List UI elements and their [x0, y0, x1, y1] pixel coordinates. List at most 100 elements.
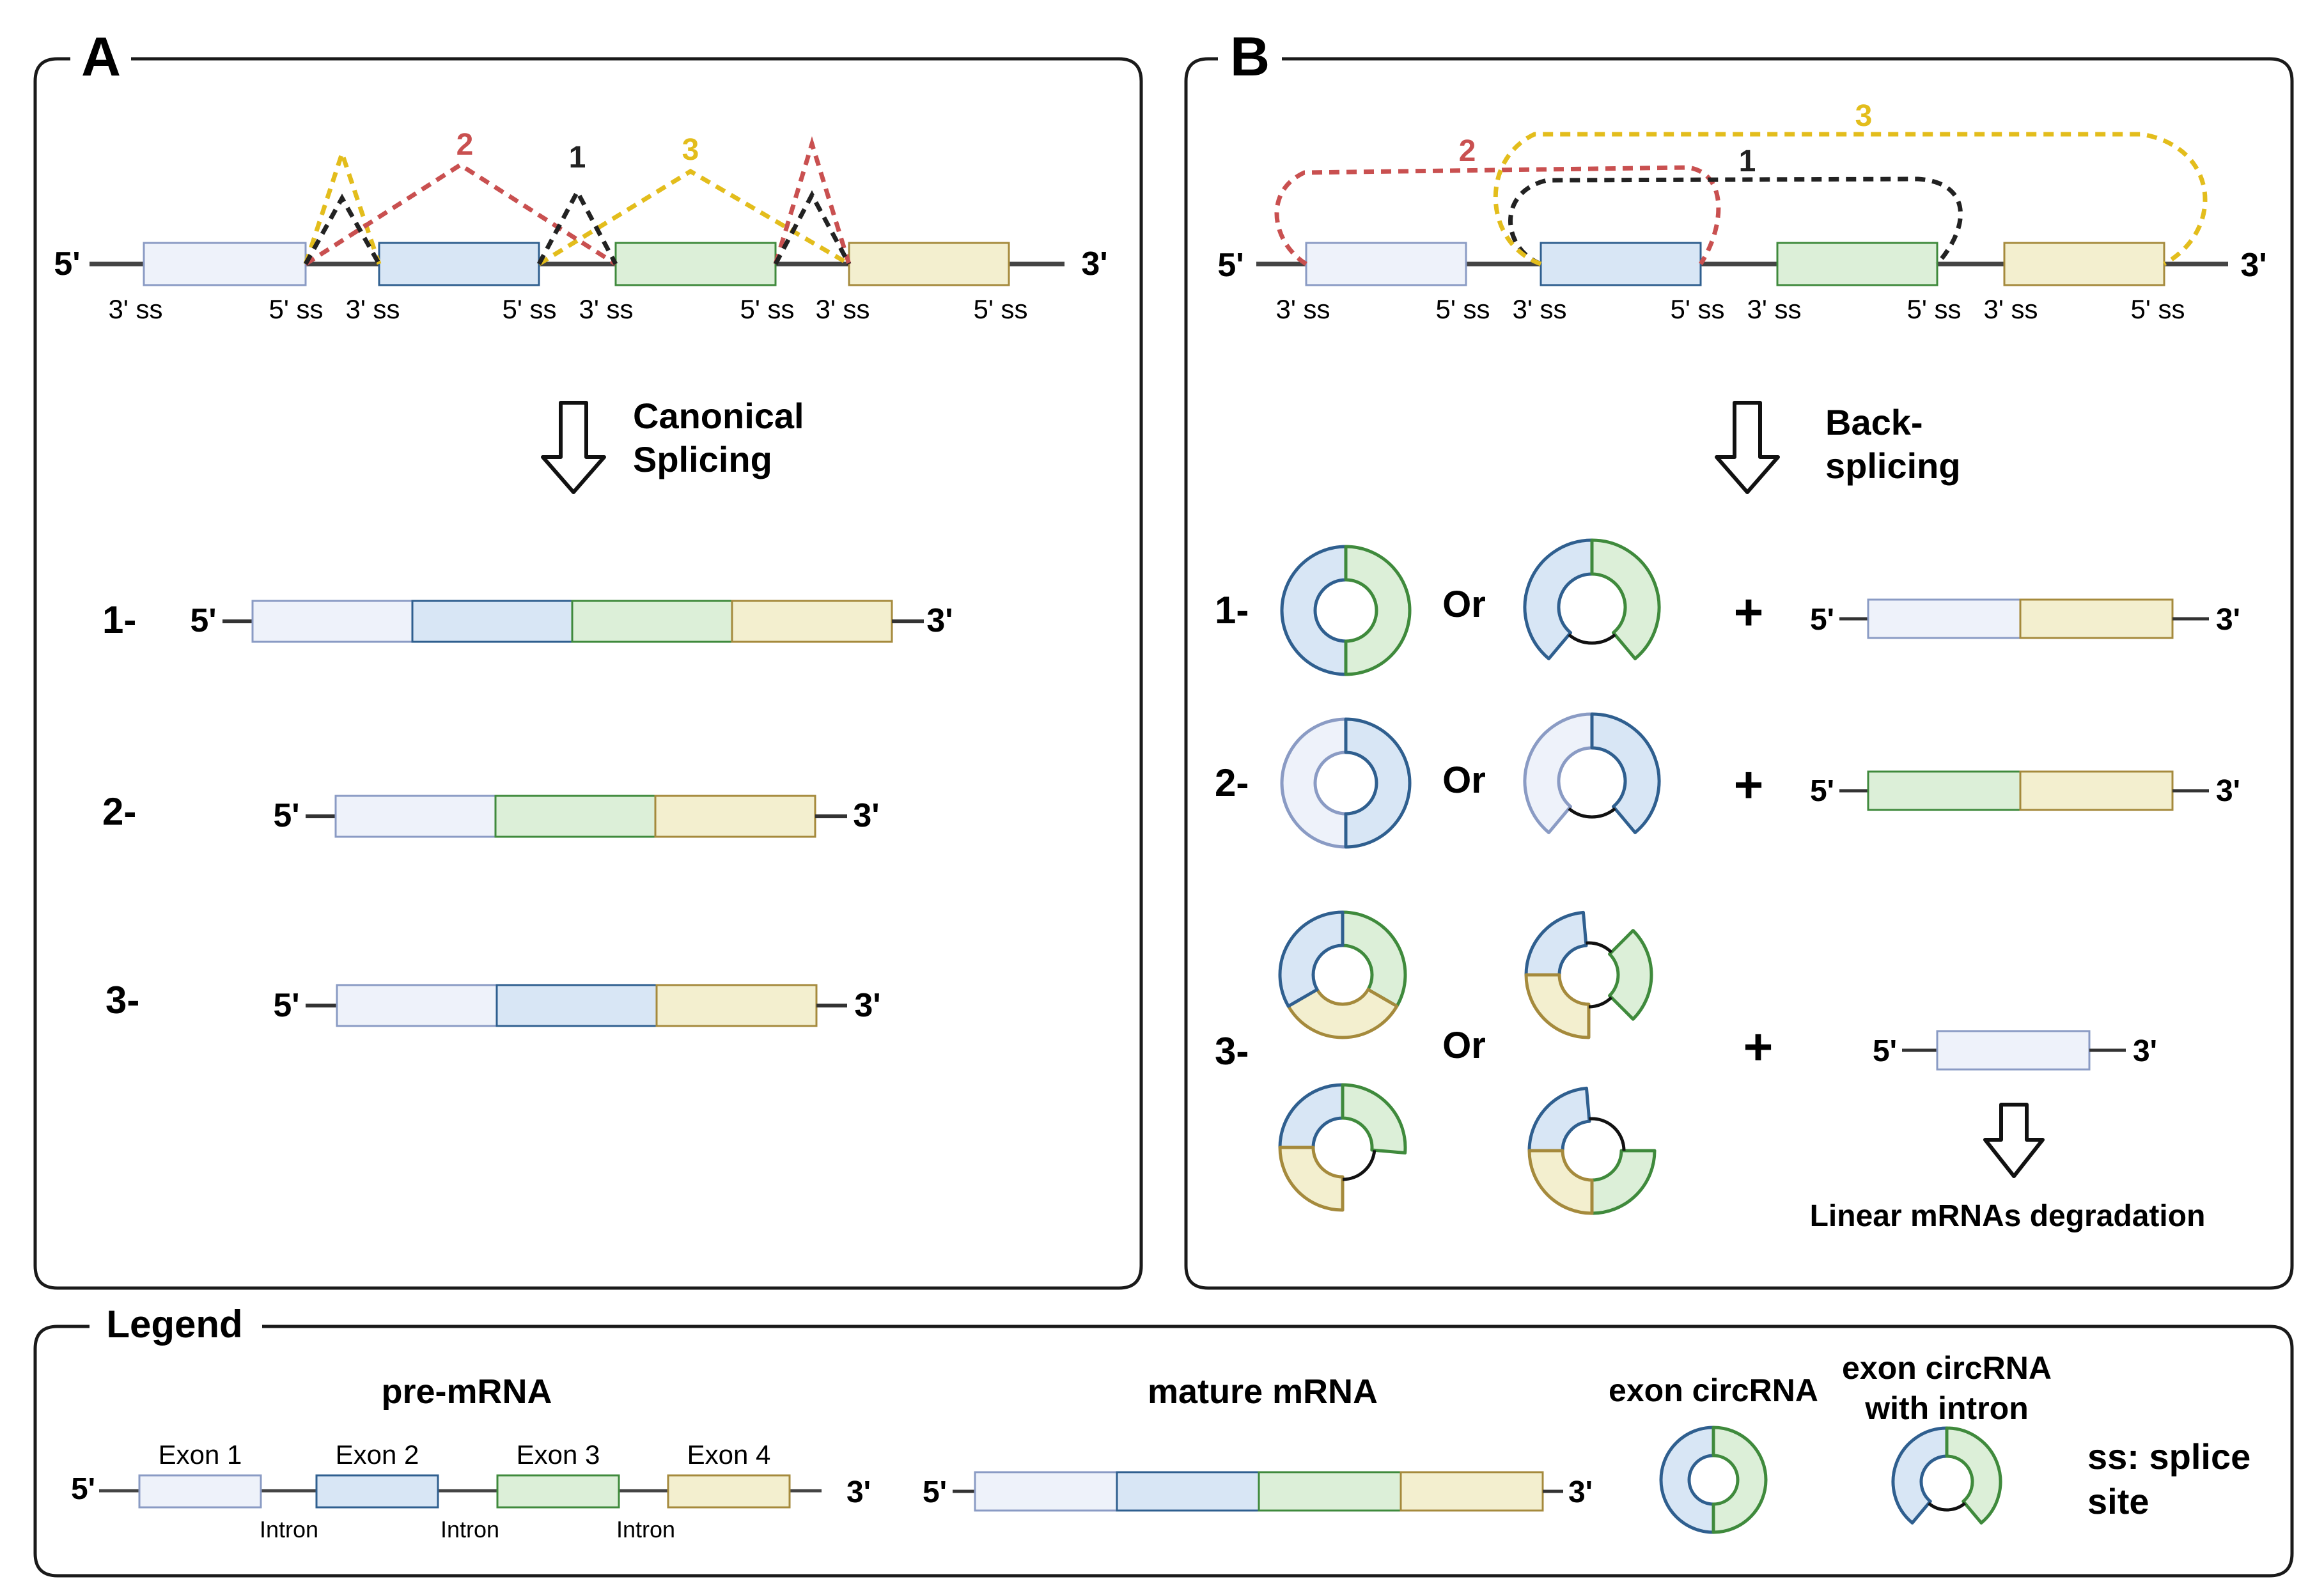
circrna-intron-segment — [1342, 1150, 1376, 1181]
exon-4 — [2019, 770, 2174, 811]
exon-1 — [974, 1471, 1118, 1512]
circrna-exon-segment — [1590, 1149, 1657, 1215]
splice-path-2 — [773, 136, 852, 265]
circrna-exon-segment — [1608, 929, 1653, 1021]
exon-3 — [1776, 242, 1938, 286]
circrna-exon-segment — [1527, 1086, 1591, 1153]
splice-number-2: 2 — [456, 128, 474, 162]
circrna-intron-segment — [1568, 807, 1616, 819]
three-prime-end: 3' — [854, 987, 880, 1024]
exon-4 — [667, 1474, 791, 1509]
legend-circ-intron-title: exon circRNA — [1842, 1350, 2052, 1386]
exon-2 — [1116, 1471, 1260, 1512]
exon-3 — [614, 242, 777, 286]
circrna-intron-segment — [1568, 633, 1616, 645]
exon-1 — [138, 1474, 262, 1509]
exon-1 — [251, 600, 414, 643]
five-prime-end: 5' — [1217, 247, 1244, 284]
circrna-intron-segment — [1589, 1117, 1626, 1151]
splice-site-label: 5' ss — [1907, 294, 1961, 324]
splice-site-label: 3' ss — [345, 294, 400, 324]
splice-site-label: 3' ss — [1747, 294, 1801, 324]
circrna-exon-segment — [1278, 1146, 1345, 1212]
splice-site-label: 3' ss — [1275, 294, 1330, 324]
canonical-splicing-label: Splicing — [633, 439, 772, 479]
legend-ss-note: ss: splice — [2087, 1436, 2250, 1477]
exon-4 — [1400, 1471, 1544, 1512]
circrna-exon-segment — [1891, 1426, 1949, 1525]
circrna-exon-segment — [1524, 910, 1588, 977]
panel-a-product-3: 3- 5' 3' — [105, 979, 881, 1027]
five-prime-end: 5' — [71, 1472, 95, 1506]
three-prime-end: 3' — [2216, 603, 2240, 637]
splice-path-3 — [538, 168, 850, 267]
intron-label: Intron — [441, 1516, 499, 1542]
panel-b-letter: B — [1230, 26, 1270, 88]
circrna-exon-segment — [1659, 1426, 1715, 1534]
circrna-intron-segment — [1928, 1502, 1966, 1512]
circrna-group — [1278, 538, 2002, 1534]
intron-label: Intron — [616, 1516, 675, 1542]
circrna-exon-segment — [1523, 538, 1594, 660]
plus-sign: + — [1743, 1018, 1774, 1075]
row-label: 2- — [102, 790, 136, 833]
exon-1 — [336, 984, 498, 1027]
circrna-exon-segment — [1278, 1083, 1345, 1149]
three-prime-end: 3' — [1081, 245, 1107, 283]
row-label: 1- — [102, 598, 136, 641]
panel-a-pre-mrna: 5' 3' — [54, 242, 1108, 286]
circrna-intron-segment — [1586, 941, 1613, 954]
down-arrow-icon — [1983, 1103, 2045, 1178]
splice-site-label: 3' ss — [1512, 294, 1566, 324]
panel-a-splice-site-labels: 3' ss 5' ss 3' ss 5' ss 3' ss 5' ss 3' s… — [108, 294, 1027, 324]
panel-b-pre-mrna: 5' 3' — [1217, 242, 2267, 286]
splice-path-2 — [304, 162, 617, 266]
exon-4 — [848, 242, 1010, 286]
three-prime-end: 3' — [846, 1475, 871, 1509]
legend-mature-mrna-title: mature mRNA — [1148, 1372, 1378, 1411]
exon-4 — [655, 984, 818, 1027]
three-prime-end: 3' — [853, 797, 879, 834]
splice-number-3: 3 — [1855, 99, 1873, 133]
legend-pre-mrna: 5' 3' Exon 1 Exon 2 Exon 3 Exon 4 Intron… — [71, 1440, 871, 1542]
splice-number-1: 1 — [1739, 144, 1756, 178]
five-prime-end: 5' — [1810, 603, 1834, 637]
linear-byproduct-3: 5' 3' — [1873, 1030, 2157, 1071]
five-prime-end: 5' — [54, 245, 80, 283]
panel-a-splice-paths — [303, 136, 852, 267]
circrna-exon-segment — [1945, 1426, 2002, 1525]
exon-3 — [494, 795, 657, 838]
circrna-exon-segment — [1278, 910, 1345, 1008]
circrna-exon-segment — [1590, 538, 1661, 660]
back-splicing-label: Back- — [1825, 402, 1923, 442]
circrna-exon-segment — [1280, 717, 1348, 849]
legend-title: Legend — [106, 1303, 242, 1346]
three-prime-end: 3' — [926, 602, 953, 639]
exon-label: Exon 1 — [159, 1440, 242, 1470]
splice-site-label: 3' ss — [579, 294, 633, 324]
legend-mature-mrna: 5' 3' — [923, 1471, 1593, 1512]
panel-a-product-2: 2- 5' 3' — [102, 790, 880, 838]
exon-label: Exon 2 — [336, 1440, 419, 1470]
panel-a-letter: A — [81, 26, 121, 88]
or-label: Or — [1442, 1025, 1486, 1066]
exon-2 — [1540, 242, 1702, 286]
splice-site-label: 3' ss — [1983, 294, 2038, 324]
three-prime-end: 3' — [2133, 1034, 2157, 1068]
circrna-exon-segment — [1344, 545, 1412, 676]
exon-1 — [334, 795, 497, 838]
exon-4 — [731, 600, 893, 643]
row-label: 3- — [1215, 1030, 1249, 1073]
splice-site-label: 5' ss — [2130, 294, 2185, 324]
five-prime-end: 5' — [1810, 774, 1834, 808]
splice-site-label: 5' ss — [740, 294, 794, 324]
back-splicing-label: splicing — [1825, 446, 1961, 486]
exon-3 — [571, 600, 733, 643]
splice-path-1 — [536, 187, 618, 265]
circrna-intron-segment — [1588, 996, 1613, 1009]
down-arrow-icon — [541, 401, 606, 494]
splice-number-3: 3 — [682, 133, 699, 167]
five-prime-end: 5' — [273, 797, 299, 834]
row-label: 1- — [1215, 589, 1249, 632]
circrna-exon-segment — [1286, 988, 1399, 1039]
